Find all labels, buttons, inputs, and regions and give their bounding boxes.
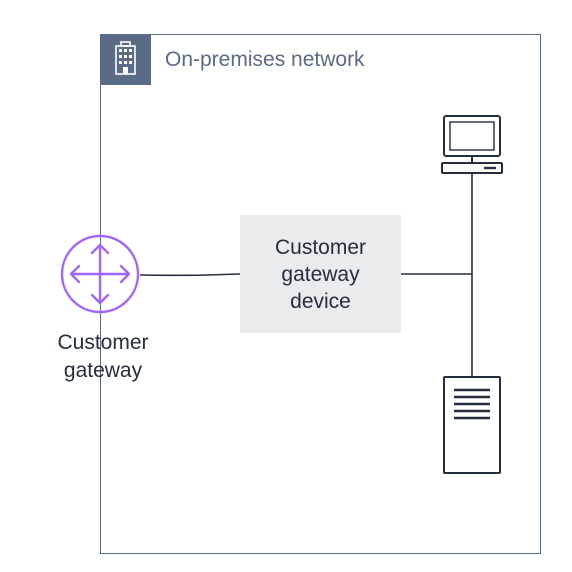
router-arrows-icon	[60, 234, 140, 314]
gateway-to-device-line	[139, 273, 241, 277]
device-label-line-3: device	[290, 289, 351, 313]
device-label-line-2: gateway	[281, 262, 360, 286]
device-label-line-1: Customer	[274, 235, 367, 259]
customer-gateway-label-line-2: gateway	[63, 359, 143, 382]
building-icon	[100, 34, 151, 85]
customer-gateway-label-line-1: Customer	[57, 331, 149, 354]
network-title: On-premises network	[165, 48, 365, 71]
customer-gateway-device-box: Customer gateway device	[240, 215, 401, 333]
server-icon	[443, 376, 501, 474]
desktop-computer-icon	[441, 115, 503, 174]
customer-gateway-label: Customer gateway	[36, 329, 170, 385]
